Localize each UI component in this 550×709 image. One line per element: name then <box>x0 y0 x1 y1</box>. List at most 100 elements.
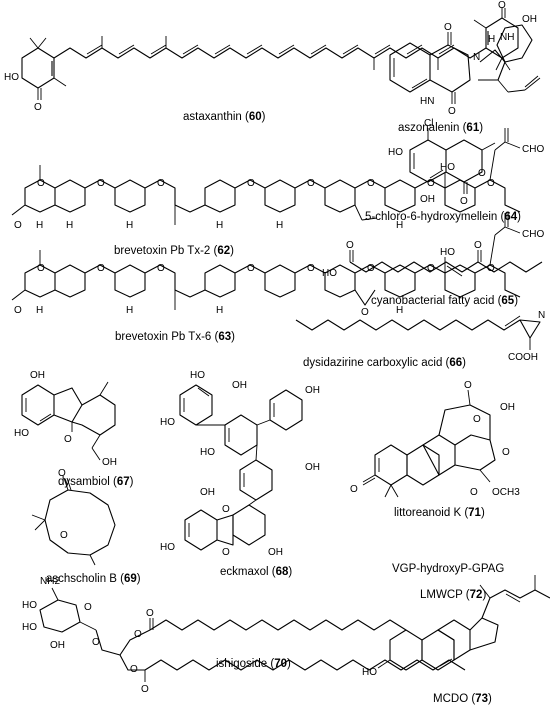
atom-o: O <box>14 305 22 316</box>
atom-o: O <box>474 240 482 251</box>
atom-ho: HO <box>440 247 455 258</box>
label-eckmaxol: eckmaxol (68) <box>220 566 293 578</box>
atom-o: O <box>157 178 165 189</box>
structure-dysambiol: OH HO O OH <box>14 370 117 468</box>
atom-h: H <box>126 305 133 316</box>
atom-o: O <box>487 178 495 189</box>
structure-astaxanthin: O HO O OH <box>4 0 537 113</box>
atom-h: H <box>216 220 223 231</box>
atom-o: O <box>37 178 45 189</box>
label-ishigoside: ishigoside (70) <box>216 658 291 670</box>
atom-oh: OH <box>420 194 435 205</box>
atom-o: O <box>448 106 456 117</box>
atom-o: O <box>64 434 72 445</box>
atom-o: O <box>130 664 138 675</box>
atom-h: H <box>66 220 73 231</box>
structure-brevetoxin-2: O CHO HO O O O O O O O O H H H H H H <box>11 128 544 231</box>
label-dysambiol: dysambiol (67) <box>58 476 134 488</box>
atom-o: O <box>473 414 481 425</box>
label-brevetoxin-2: brevetoxin Pb Tx-2 (62) <box>114 245 234 257</box>
atom-h: H <box>396 305 403 316</box>
atom-o: O <box>247 178 255 189</box>
atom-hn: HN <box>420 96 434 107</box>
atom-o: O <box>361 307 369 318</box>
atom-nh: NH <box>500 32 514 43</box>
atom-n: N <box>473 52 480 63</box>
atom-n: N <box>538 310 545 321</box>
label-cyanobacterial-fatty-acid: cyanobacterial fatty acid (65) <box>371 295 519 307</box>
label-dysidazirine: dysidazirine carboxylic acid (66) <box>303 357 467 369</box>
atom-oh: OH <box>102 457 117 468</box>
atom-ho: HO <box>4 72 19 83</box>
atom-cho: CHO <box>522 229 544 240</box>
atom-ho: HO <box>190 370 205 381</box>
atom-ho: HO <box>200 447 215 458</box>
label-aszonalenin: aszonalenin (61) <box>398 122 484 134</box>
atom-ho: HO <box>160 417 175 428</box>
structure-cyanobacterial-fatty-acid: O O HO <box>322 240 543 279</box>
atom-o: O <box>460 196 468 207</box>
label-astaxanthin: astaxanthin (60) <box>183 111 266 123</box>
atom-cooh: COOH <box>508 352 538 363</box>
atom-o: O <box>14 220 22 231</box>
atom-nh2: NH2 <box>40 576 60 587</box>
atom-oh: OH <box>305 462 320 473</box>
atom-oh: OH <box>200 487 215 498</box>
atom-o: O <box>58 468 66 479</box>
atom-cl: Cl <box>424 118 433 129</box>
label-chloro-hydroxymellein: 5-chloro-6-hydroxymellein (64) <box>365 211 521 223</box>
atom-h: H <box>276 220 283 231</box>
atom-o: O <box>157 263 165 274</box>
structure-brevetoxin-6: O CHO HO O O O O O O O O O H H H H <box>11 213 544 318</box>
atom-o: O <box>222 547 230 558</box>
atom-o: O <box>37 263 45 274</box>
label-littoreanoid-k: littoreanoid K (71) <box>394 507 485 519</box>
atom-o: O <box>502 447 510 458</box>
atom-ho: HO <box>322 268 337 279</box>
atom-ho: HO <box>362 667 377 678</box>
atom-o: O <box>97 178 105 189</box>
structure-ishigoside: NH2 HO HO OH O O O O O O <box>22 576 466 695</box>
atom-h: H <box>126 220 133 231</box>
atom-o: O <box>34 102 42 113</box>
atom-h: H <box>216 305 223 316</box>
structure-littoreanoid-k: O O OH O O OCH3 O <box>350 380 520 498</box>
atom-o: O <box>307 263 315 274</box>
atom-o: O <box>427 263 435 274</box>
atom-cho: CHO <box>522 144 544 155</box>
structure-mcdo: HO <box>362 575 550 678</box>
atom-o: O <box>367 178 375 189</box>
atom-o: O <box>222 504 230 515</box>
label-mcdo: MCDO (73) <box>433 693 492 705</box>
atom-ho: HO <box>14 428 29 439</box>
atom-h: H <box>396 220 403 231</box>
atom-o: O <box>464 380 472 391</box>
atom-oh: OH <box>522 14 537 25</box>
atom-oh: OH <box>232 380 247 391</box>
atom-oh: OH <box>305 385 320 396</box>
atom-o: O <box>141 684 149 695</box>
structure-aszonalenin: O HN O N H NH <box>389 22 541 117</box>
atom-o: O <box>134 629 142 640</box>
peptide-sequence: VGP-hydroxyP-GPAG <box>392 563 505 575</box>
atom-h: H <box>36 305 43 316</box>
atom-o: O <box>146 608 154 619</box>
atom-h: H <box>488 34 495 45</box>
atom-oh: OH <box>500 402 515 413</box>
atom-o: O <box>498 0 506 11</box>
structure-dysidazirine: N COOH <box>295 310 545 363</box>
atom-o: O <box>487 263 495 274</box>
atom-o: O <box>346 240 354 251</box>
structure-chloro-hydroxymellein: Cl HO OH O O <box>388 118 496 207</box>
atom-och3: OCH3 <box>492 487 520 498</box>
atom-h: H <box>36 220 43 231</box>
atom-ho: HO <box>160 542 175 553</box>
label-brevetoxin-6: brevetoxin Pb Tx-6 (63) <box>115 331 235 343</box>
atom-ho: HO <box>22 600 37 611</box>
atom-o: O <box>427 178 435 189</box>
atom-o: O <box>92 637 100 648</box>
atom-oh: OH <box>268 547 283 558</box>
atom-oh: OH <box>50 640 65 651</box>
atom-o: O <box>84 602 92 613</box>
atom-o: O <box>247 263 255 274</box>
